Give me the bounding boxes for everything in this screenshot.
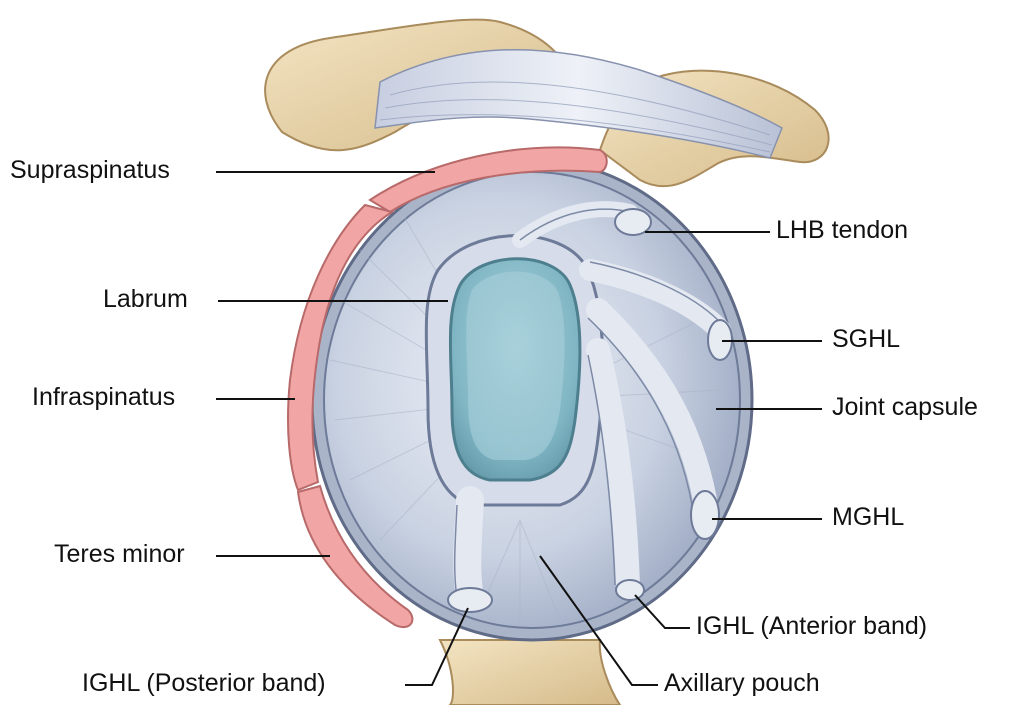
label-joint-capsule: Joint capsule (832, 395, 978, 420)
label-teres-minor: Teres minor (54, 542, 185, 567)
ighl-posterior-band (467, 500, 470, 598)
humerus-shaft (440, 640, 620, 705)
label-lhb-tendon: LHB tendon (776, 218, 908, 243)
label-infraspinatus: Infraspinatus (32, 385, 175, 410)
label-ighl-anterior-band: IGHL (Anterior band) (696, 614, 927, 639)
ighl-posterior-cut-end (448, 588, 492, 612)
ighl-anterior-cut-end (616, 580, 644, 600)
label-supraspinatus: Supraspinatus (10, 158, 170, 183)
label-sghl: SGHL (832, 327, 900, 352)
label-labrum: Labrum (103, 287, 188, 312)
label-axillary-pouch: Axillary pouch (664, 671, 820, 696)
label-ighl-posterior-band: IGHL (Posterior band) (82, 671, 326, 696)
mghl-cut-end (691, 491, 719, 539)
label-mghl: MGHL (832, 505, 904, 530)
